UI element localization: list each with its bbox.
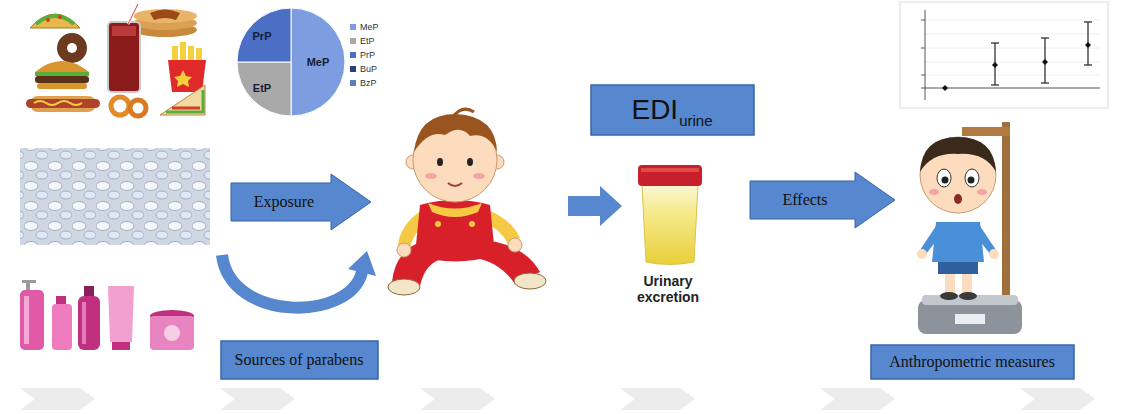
source-box: Sources of parabens <box>220 340 379 380</box>
paraben-pie-chart <box>237 8 345 116</box>
excretion-label: Urinary excretion <box>618 273 718 305</box>
legend-text: EtP <box>360 36 375 46</box>
node-text: Sources of parabens <box>235 351 364 369</box>
child-figure <box>388 109 546 295</box>
node-text: Anthropometric measures <box>889 353 1055 371</box>
legend-swatch <box>350 24 356 30</box>
legend-text: PrP <box>360 50 375 60</box>
effects-arrow: Effects <box>750 172 895 228</box>
measures-box: Anthropometric measures <box>870 344 1075 380</box>
pie-slice-label: EtP <box>253 82 271 94</box>
pills-photo <box>20 148 210 245</box>
legend-row: MeP <box>350 20 379 34</box>
legend-swatch <box>350 38 356 44</box>
block-arrow <box>568 186 622 226</box>
legend-row: EtP <box>350 34 379 48</box>
pie-slice-label: PrP <box>253 30 272 42</box>
legend-swatch <box>350 66 356 72</box>
cosmetic-bottles <box>20 280 194 350</box>
exposure-arrow: Exposure <box>231 174 371 230</box>
curved-arrow <box>222 251 376 308</box>
node-text: Exposure <box>254 193 314 211</box>
legend-swatch <box>350 80 356 86</box>
edi-box: EDIurine <box>590 84 755 136</box>
effect-plot <box>900 2 1108 108</box>
legend-row: PrP <box>350 48 379 62</box>
urine-cup <box>638 165 702 265</box>
legend-text: MeP <box>360 22 379 32</box>
legend-text: BzP <box>360 78 377 88</box>
legend-row: BuP <box>350 62 379 76</box>
legend-swatch <box>350 52 356 58</box>
legend-row: BzP <box>350 76 379 90</box>
watermark-chevrons <box>20 388 1095 410</box>
pie-slice-label: MeP <box>307 56 330 68</box>
node-text: Effects <box>782 191 827 209</box>
measured-child <box>917 122 1022 334</box>
pie-legend: MeP EtP PrP BuP BzP <box>350 20 379 90</box>
node-text: EDI <box>631 94 678 126</box>
subscript-text: urine <box>679 112 712 129</box>
legend-text: BuP <box>360 64 377 74</box>
food-icons <box>26 4 206 116</box>
